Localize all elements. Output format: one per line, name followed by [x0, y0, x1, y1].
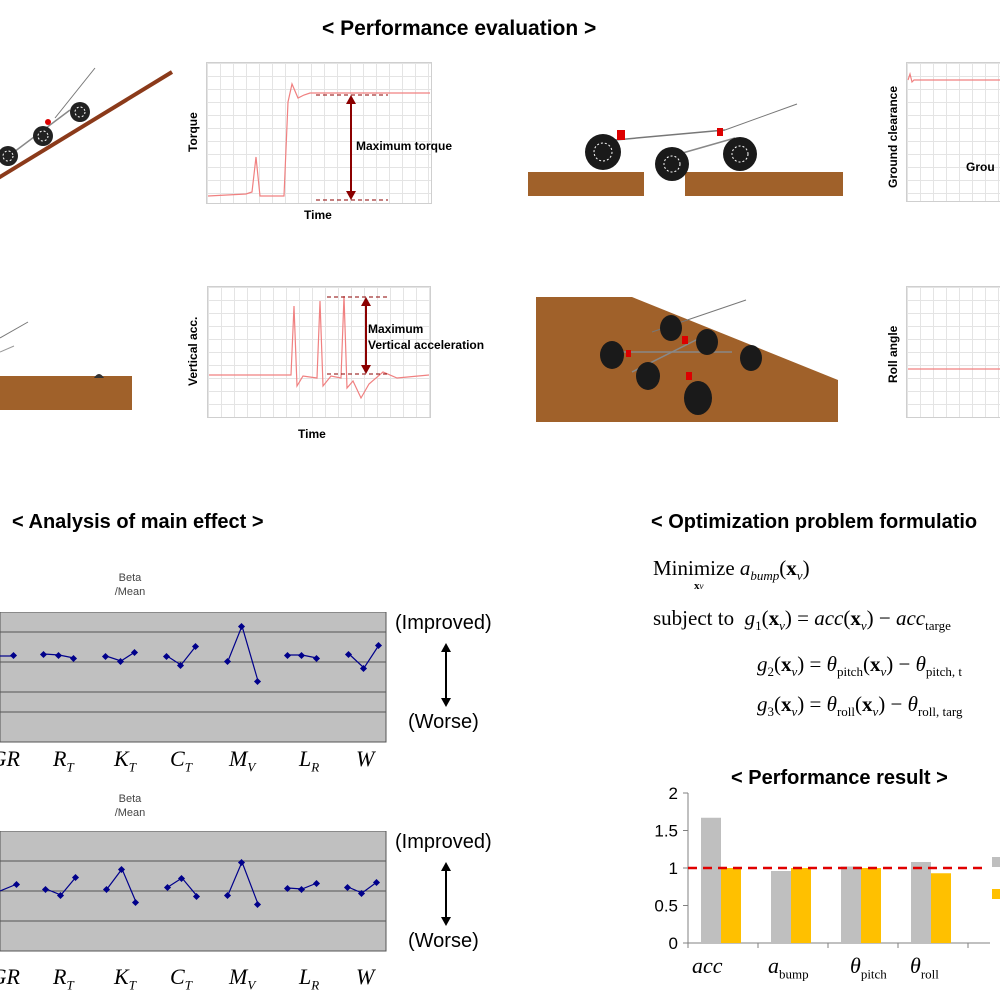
bar-2-series-0 — [841, 866, 861, 943]
panel2-factor-gr: GR — [0, 964, 20, 989]
y-tick-label: 2 — [669, 785, 678, 803]
performance-evaluation-heading: < Performance evaluation > — [322, 17, 597, 40]
performance-result-chart: 0 0.5 1 1.5 2 — [654, 785, 1000, 953]
panel2-factor-w: W — [356, 964, 375, 989]
ground-clearance-annotation: Grou — [966, 160, 995, 174]
panel2-factor-kt: KT — [114, 964, 136, 993]
bar-1-series-1 — [791, 868, 811, 943]
ground-clearance-curve — [907, 71, 1000, 84]
panel1-title-line2: /Mean — [114, 586, 146, 598]
panel1-worse-label: (Worse) — [408, 711, 479, 733]
vertical-acc-curve — [209, 295, 430, 400]
panel1-factor-ct: CT — [170, 746, 192, 775]
panel2-double-arrow-icon — [441, 862, 451, 926]
panel1-factor-kt: KT — [114, 746, 136, 775]
y-tick-label: 0.5 — [654, 897, 678, 916]
torque-plot — [206, 62, 432, 204]
chart-title: < Performance result > — [731, 767, 948, 789]
rover-gap-illustration — [528, 103, 843, 196]
roll-angle-plot — [906, 286, 1000, 418]
roll-angle-curve — [908, 368, 1000, 370]
vertical-acc-plot — [207, 286, 431, 418]
category-label-abump: abump — [768, 953, 809, 982]
main-effect-panel-1 — [0, 612, 387, 743]
bar-3-series-1 — [931, 873, 951, 943]
panel1-factor-gr: GR — [0, 746, 20, 771]
panel2-factor-ct: CT — [170, 964, 192, 993]
panel2-factor-mv: MV — [229, 964, 256, 993]
minimize-subscript: xv — [694, 580, 704, 592]
panel1-improved-label: (Improved) — [395, 612, 492, 634]
vertical-acc-annotation-2: Vertical acceleration — [368, 338, 485, 352]
torque-xlabel: Time — [304, 208, 332, 222]
panel1-title: Beta /Mean — [110, 571, 150, 599]
vertical-acc-ylabel: Vertical acc. — [186, 316, 200, 386]
constraint-2: g2(xv) = θpitch(xv) − θpitch, t — [757, 652, 963, 679]
legend-swatch-1 — [992, 889, 1000, 899]
panel2-factor-rt: RT — [53, 964, 74, 993]
main-effect-panel-2 — [0, 831, 387, 952]
y-tick-label: 1 — [669, 859, 678, 878]
rover-side-slope-illustration — [536, 297, 838, 422]
roll-angle-ylabel: Roll angle — [886, 325, 900, 383]
ground-clearance-plot — [906, 62, 1000, 202]
bar-0-series-1 — [721, 868, 741, 943]
panel2-title-line2: /Mean — [114, 807, 146, 819]
category-label-roll: θroll — [910, 953, 939, 982]
panel2-worse-label: (Worse) — [408, 930, 479, 952]
panel2-improved-label: (Improved) — [395, 831, 492, 853]
ground-clearance-ylabel: Ground clearance — [886, 85, 900, 188]
panel2-factor-lr: LR — [299, 964, 320, 993]
bar-1-series-0 — [771, 871, 791, 943]
rover-bump-illustration — [0, 321, 132, 410]
panel1-factor-lr: LR — [299, 746, 320, 775]
torque-ylabel: Torque — [186, 112, 200, 152]
subject-to-label: subject to — [653, 606, 735, 630]
y-tick-label: 1.5 — [654, 822, 678, 841]
panel1-title-line1: Beta — [118, 572, 142, 584]
constraint-3: g3(xv) = θroll(xv) − θroll, targ — [757, 692, 963, 719]
panel2-title: Beta /Mean — [110, 792, 150, 820]
minimize-label: Minimize — [653, 556, 735, 580]
category-label-acc: acc — [692, 953, 723, 978]
vertical-acc-annotation-1: Maximum — [368, 322, 424, 336]
torque-curve — [207, 82, 430, 201]
y-tick-label: 0 — [669, 934, 678, 953]
panel2-title-line1: Beta — [118, 793, 142, 805]
category-label-pitch: θpitch — [850, 953, 887, 982]
vertical-acc-xlabel: Time — [298, 427, 326, 441]
torque-annotation: Maximum torque — [356, 139, 453, 153]
main-effect-heading: < Analysis of main effect > — [12, 511, 264, 533]
panel1-factor-w: W — [356, 746, 375, 771]
bar-3-series-0 — [911, 862, 931, 943]
objective-line: Minimize abump(xv) — [653, 556, 810, 583]
rover-slope-illustration — [0, 67, 174, 180]
panel1-double-arrow-icon — [441, 643, 451, 707]
panel1-factor-mv: MV — [229, 746, 256, 775]
bar-2-series-1 — [861, 868, 881, 943]
legend-swatch-0 — [992, 857, 1000, 867]
bar-0-series-0 — [701, 817, 721, 943]
constraint-1: subject to g1(xv) = acc(xv) − acctarge — [653, 606, 951, 633]
panel1-factor-rt: RT — [53, 746, 74, 775]
optimization-heading: < Optimization problem formulatio — [651, 511, 978, 533]
